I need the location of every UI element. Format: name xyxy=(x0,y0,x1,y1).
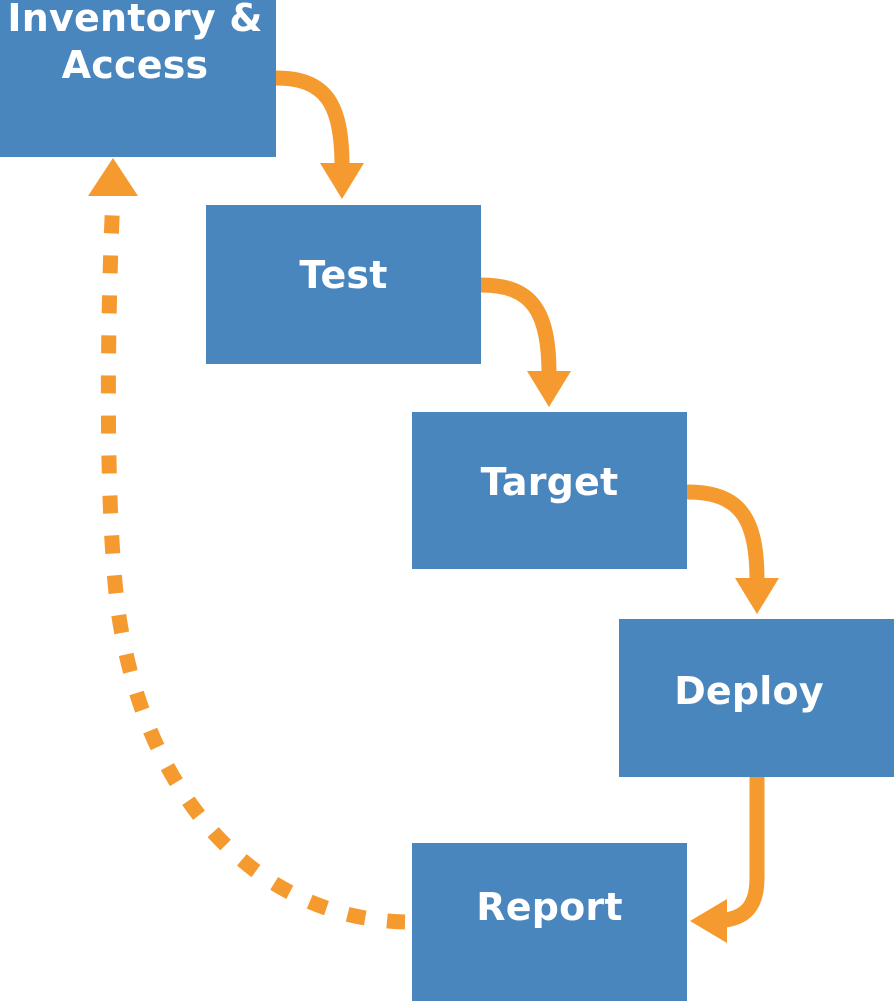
node-report[interactable]: Report xyxy=(412,843,687,1001)
connector-deploy-to-report xyxy=(690,777,765,943)
node-report-label: Report xyxy=(476,885,623,930)
node-inventory-access[interactable]: Inventory & Access xyxy=(0,0,276,157)
node-target[interactable]: Target xyxy=(412,412,687,569)
connector-inventory-to-test xyxy=(275,70,364,199)
node-inventory-access-label: Inventory & Access xyxy=(7,0,263,87)
connector-test-to-target xyxy=(480,277,571,407)
node-test-label: Test xyxy=(299,253,388,298)
node-deploy[interactable]: Deploy xyxy=(619,619,894,777)
connector-report-to-inventory xyxy=(88,158,406,930)
node-deploy-label: Deploy xyxy=(674,668,824,713)
node-test[interactable]: Test xyxy=(206,205,481,364)
connector-target-to-deploy xyxy=(686,484,779,614)
node-target-label: Target xyxy=(480,460,619,505)
